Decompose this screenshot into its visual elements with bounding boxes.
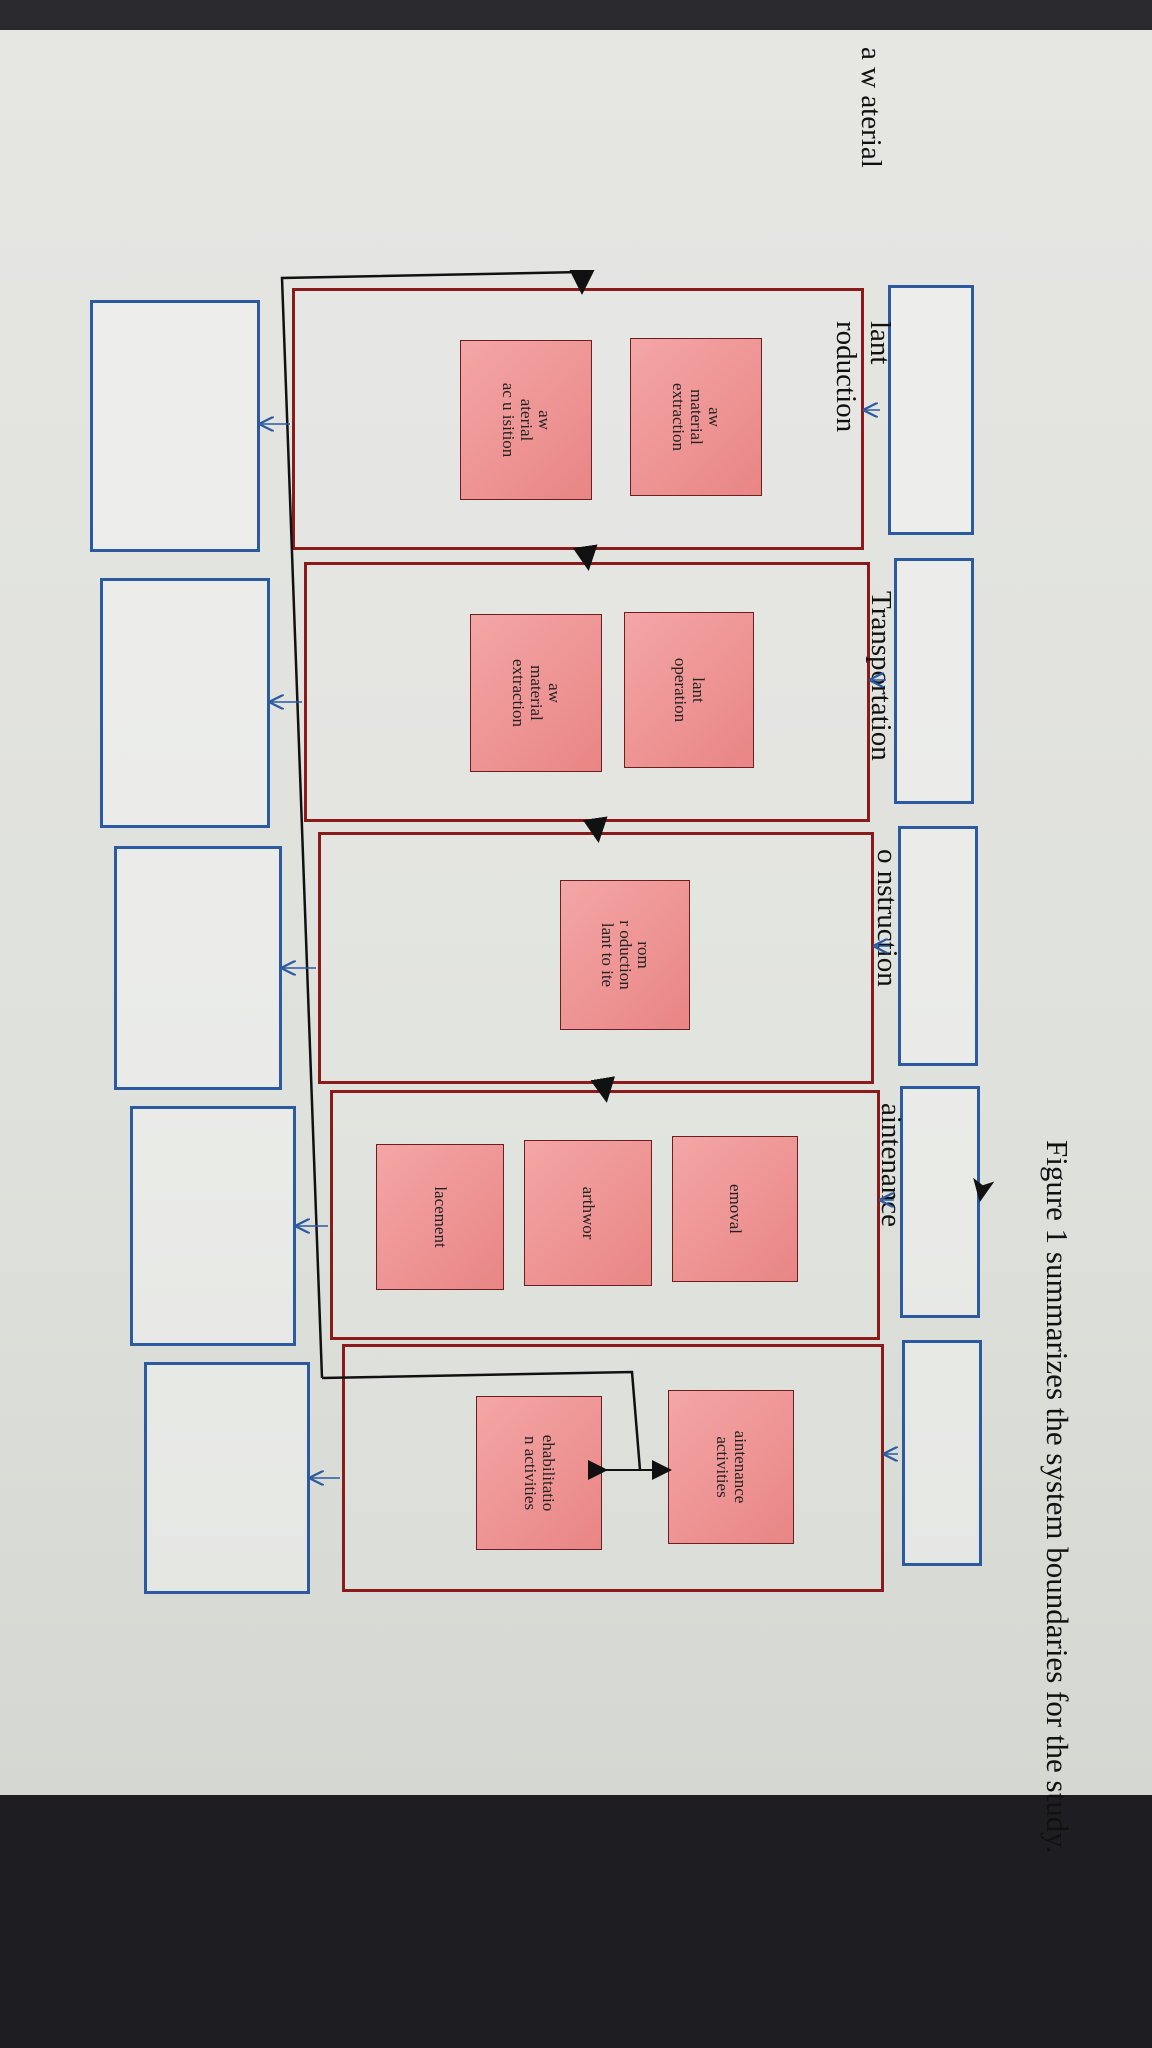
process-box: arthwor <box>524 1140 652 1286</box>
loop-line <box>321 1370 642 1471</box>
process-box: aw material extraction <box>470 614 602 772</box>
input-box-5 <box>902 1340 982 1566</box>
monitor-bezel <box>0 0 1152 30</box>
stage-arrow <box>582 816 608 843</box>
stage-arrow <box>572 544 598 571</box>
stage-arrow <box>590 1076 616 1103</box>
input-box-4 <box>900 1086 980 1318</box>
process-box: rom r oduction lant to ite <box>560 880 690 1030</box>
process-box: aw material extraction <box>630 338 762 496</box>
input-box-1 <box>888 285 974 535</box>
input-box-3 <box>898 826 978 1066</box>
input-box-2 <box>894 558 974 804</box>
process-box: emoval <box>672 1136 798 1282</box>
output-box-2 <box>100 578 270 828</box>
output-box-1 <box>90 300 260 552</box>
output-box-3 <box>114 846 282 1090</box>
process-box: aintenance activities <box>668 1390 794 1544</box>
output-box-4 <box>130 1106 296 1346</box>
process-box: lacement <box>376 1144 504 1290</box>
loop-line <box>280 270 583 1379</box>
process-box: aw aterial ac u isition <box>460 340 592 500</box>
output-box-5 <box>144 1362 310 1594</box>
process-box: lant operation <box>624 612 754 768</box>
